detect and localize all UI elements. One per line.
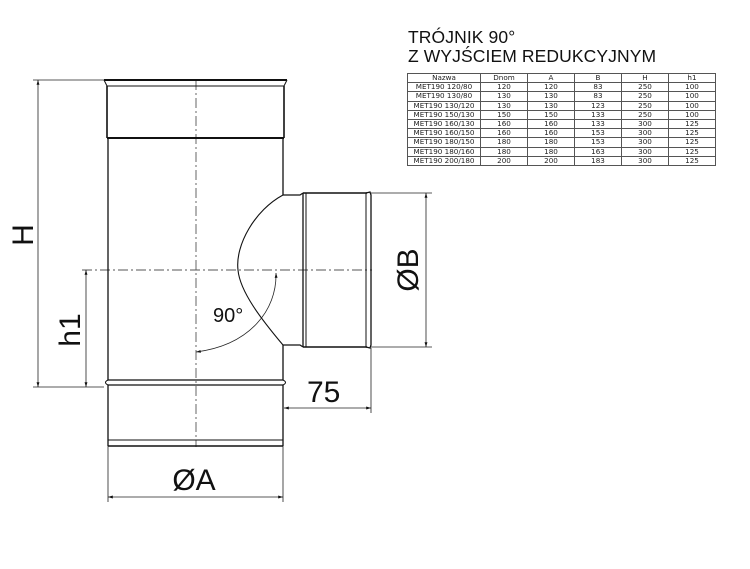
label-branch-diameter: ØB — [392, 248, 425, 291]
title-line-2: Z WYJŚCIEM REDUKCYJNYM — [408, 46, 657, 66]
dimension-lines — [33, 79, 432, 502]
cell-h1: 125 — [668, 155, 716, 166]
label-branch-length: 75 — [307, 376, 340, 409]
table-row: MET190 130/120 130 130 123 250 100 — [407, 100, 716, 111]
table-row: MET190 200/180 200 200 183 300 125 — [407, 155, 716, 166]
centerlines — [82, 80, 372, 447]
label-height-h: H — [7, 224, 40, 246]
cell-h1: 125 — [668, 128, 716, 139]
main-pipe — [103, 79, 288, 447]
drawing-title: TRÓJNIK 90° Z WYJŚCIEM REDUKCYJNYM — [408, 28, 656, 66]
table-row: MET190 180/150 180 180 153 300 125 — [407, 137, 716, 148]
table-row: MET190 180/160 180 180 163 300 125 — [407, 146, 716, 157]
label-angle: 90° — [213, 305, 243, 327]
label-h1: h1 — [54, 313, 87, 346]
title-line-1: TRÓJNIK 90° — [408, 27, 516, 47]
cell-h1: 125 — [668, 137, 716, 148]
dimensions-table: Nazwa Dnom A B H h1 MET190 120/80 120 12… — [407, 72, 716, 166]
table-row: MET190 160/150 160 160 153 300 125 — [407, 128, 716, 139]
cell-h1: 125 — [668, 146, 716, 157]
label-main-diameter: ØA — [172, 464, 215, 497]
